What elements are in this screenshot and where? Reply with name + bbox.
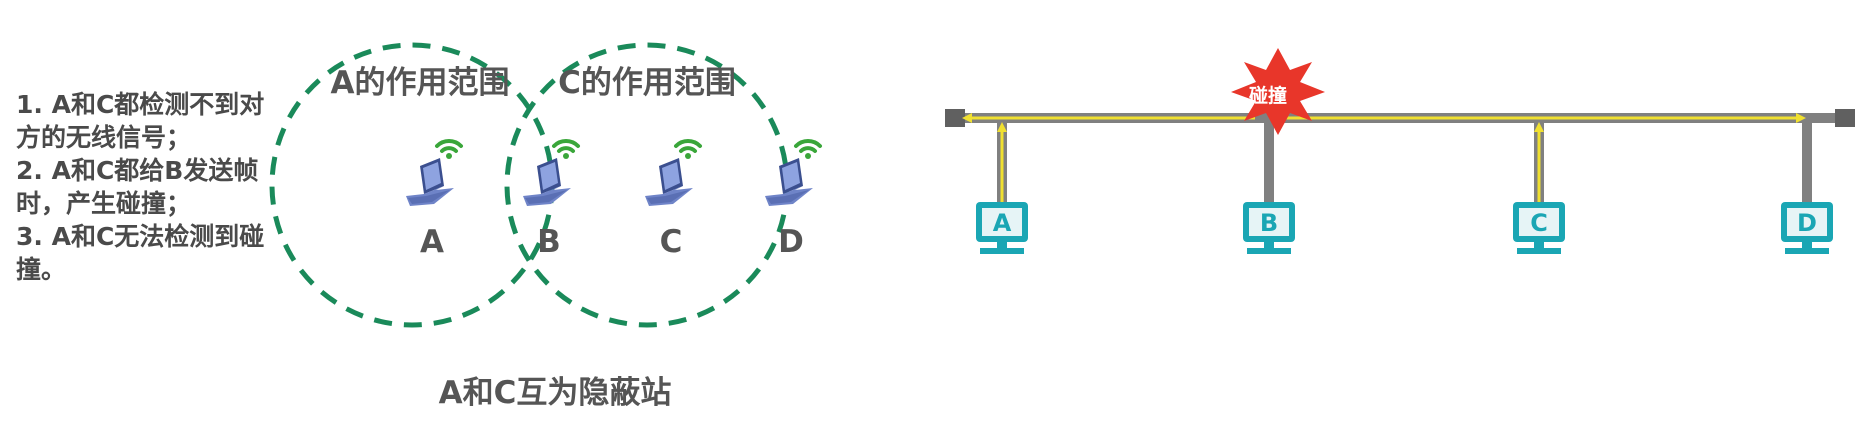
drop-line <box>1264 118 1274 205</box>
bus-terminator-left <box>945 109 965 127</box>
station-label: C <box>1530 209 1548 237</box>
station-label: B <box>537 224 561 260</box>
collision-burst-icon <box>1231 48 1325 135</box>
note-item: 3. A和C无法检测到碰撞。 <box>16 222 265 284</box>
station-c: C <box>645 139 702 260</box>
signal-c <box>1280 113 1806 205</box>
range-c-label: C的作用范围 <box>558 65 736 101</box>
station-d: D <box>1781 202 1833 254</box>
station-label: C <box>660 224 683 260</box>
station-label: D <box>1797 209 1817 237</box>
station-b: B <box>1243 202 1295 254</box>
signal-a <box>962 113 1255 205</box>
station-a: A <box>406 139 463 260</box>
station-a: A <box>976 202 1028 254</box>
station-label: B <box>1260 209 1278 237</box>
drop-line <box>1802 118 1812 205</box>
note-item: 2. A和C都给B发送帧时，产生碰撞； <box>16 156 259 218</box>
station-label: A <box>420 224 444 260</box>
station-b: B <box>523 139 580 260</box>
hidden-station-diagram: A的作用范围 C的作用范围 A B C D A和C互为隐蔽站 <box>269 42 822 411</box>
bus-terminator-right <box>1835 109 1855 127</box>
station-c: C <box>1513 202 1565 254</box>
station-label: A <box>993 209 1012 237</box>
collision-label: 碰撞 <box>1249 84 1287 107</box>
station-d: D <box>765 139 822 260</box>
diagram-caption: A和C互为隐蔽站 <box>439 375 672 411</box>
note-item: 1. A和C都检测不到对方的无线信号； <box>16 90 265 152</box>
range-a-label: A的作用范围 <box>331 65 510 101</box>
notes-list: 1. A和C都检测不到对方的无线信号； 2. A和C都给B发送帧时，产生碰撞； … <box>16 88 266 286</box>
station-label: D <box>778 224 804 260</box>
